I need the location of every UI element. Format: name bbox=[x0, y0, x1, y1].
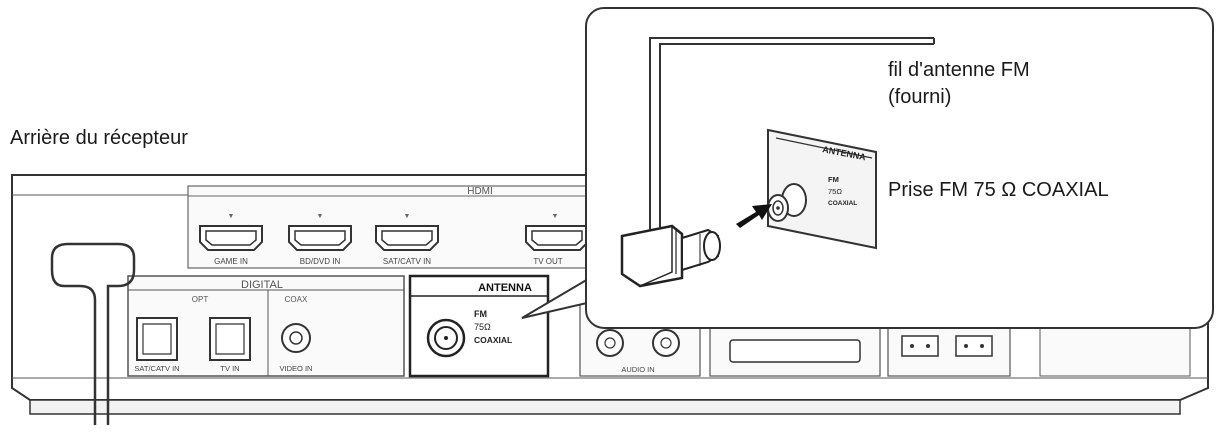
opt-port-sat-catv-label: SAT/CATV IN bbox=[134, 364, 179, 373]
receiver-back-label: Arrière du récepteur bbox=[10, 127, 188, 149]
svg-text:75Ω: 75Ω bbox=[828, 187, 842, 196]
fm-wire-supplied-label: (fourni) bbox=[888, 86, 952, 108]
svg-text:SAT/CATV IN: SAT/CATV IN bbox=[383, 257, 431, 266]
svg-text:FM: FM bbox=[828, 175, 839, 184]
svg-text:COAXIAL: COAXIAL bbox=[474, 335, 512, 345]
fm-jack-label: Prise FM 75 Ω COAXIAL bbox=[888, 179, 1109, 201]
svg-text:TV OUT: TV OUT bbox=[533, 257, 562, 266]
svg-text:COAX: COAX bbox=[285, 295, 308, 304]
fm-wire-label: fil d'antenne FM bbox=[888, 59, 1030, 81]
svg-text:DIGITAL: DIGITAL bbox=[241, 279, 283, 291]
svg-text:▼: ▼ bbox=[317, 213, 324, 220]
antenna-jack-panel: ANTENNA FM 75Ω COAXIAL bbox=[408, 274, 550, 378]
digital-section: DIGITAL OPT COAX SAT/CATV IN TV IN VIDEO… bbox=[127, 275, 405, 377]
hdmi-port-game: GAME IN bbox=[199, 225, 263, 266]
hdmi-port-sat-catv: SAT/CATV IN bbox=[375, 225, 439, 266]
fm-wire-plug bbox=[620, 37, 935, 288]
opt-port-tv-label: TV IN bbox=[220, 364, 239, 373]
zoom-callout: ANTENNA FM 75Ω COAXIAL bbox=[521, 7, 1214, 329]
insert-arrow bbox=[736, 204, 772, 228]
svg-text:ANTENNA: ANTENNA bbox=[478, 282, 532, 294]
svg-text:▼: ▼ bbox=[552, 213, 559, 220]
svg-text:FM: FM bbox=[474, 309, 487, 319]
power-cord bbox=[50, 242, 136, 425]
svg-text:COAXIAL: COAXIAL bbox=[828, 200, 857, 207]
hdmi-port-bd-dvd: BD/DVD IN bbox=[288, 225, 352, 266]
svg-text:BD/DVD IN: BD/DVD IN bbox=[300, 257, 341, 266]
svg-text:▼: ▼ bbox=[404, 213, 411, 220]
hdmi-header: HDMI bbox=[467, 186, 493, 197]
svg-text:▼: ▼ bbox=[228, 213, 235, 220]
zoom-antenna-plate: ANTENNA FM 75Ω COAXIAL bbox=[767, 128, 877, 250]
svg-text:OPT: OPT bbox=[192, 295, 209, 304]
video-in-label: VIDEO IN bbox=[280, 364, 313, 373]
svg-text:GAME IN: GAME IN bbox=[214, 257, 248, 266]
svg-text:AUDIO IN: AUDIO IN bbox=[621, 365, 654, 374]
svg-text:75Ω: 75Ω bbox=[474, 322, 491, 332]
